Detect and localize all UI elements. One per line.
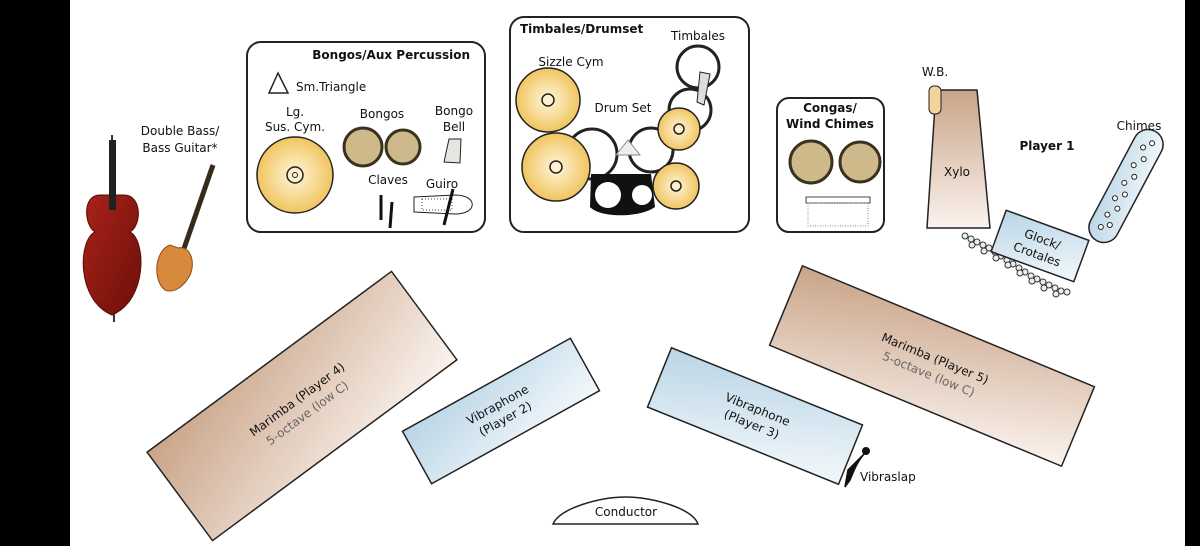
triangle-icon [267, 71, 290, 94]
vibraphone-player-3: Vibraphone (Player 3) [646, 346, 864, 486]
timbales-drumset-title: Timbales/Drumset [520, 22, 643, 36]
crotales-icon [961, 232, 1071, 298]
conga-icon [838, 140, 882, 184]
vibraslap-icon [844, 447, 870, 488]
congas-title-1: Congas/ [803, 101, 857, 115]
wind-chimes-icon [805, 196, 871, 227]
bass-label-2: Bass Guitar* [142, 141, 217, 155]
bongos-aux-title: Bongos/Aux Percussion [312, 48, 470, 62]
timbales-drumset-group: Timbales/Drumset Sizzle Cym Timbales Dru… [509, 16, 750, 233]
sizzle-cymbal-label: Sizzle Cym [538, 55, 603, 69]
bongos-aux-group: Bongos/Aux Percussion Sm.Triangle Lg. Su… [246, 41, 486, 233]
vibraphone-player-2: Vibraphone (Player 2) [401, 337, 601, 485]
cymbal-label-2: Sus. Cym. [265, 120, 325, 134]
sizzle-cymbal-icon [515, 67, 581, 133]
guiro-icon [413, 188, 473, 226]
vibraslap-label: Vibraslap [860, 470, 916, 484]
ride-cymbal-icon [657, 107, 701, 151]
cowbell-icon [696, 71, 711, 106]
bongos-label: Bongos [360, 107, 404, 121]
bass-label-1: Double Bass/ [141, 124, 220, 138]
cymbal-label-1: Lg. [286, 105, 304, 119]
triangle-label: Sm.Triangle [296, 80, 366, 94]
bongo-bell-label-1: Bongo [435, 104, 473, 118]
double-bass-icon [82, 134, 142, 323]
bongo-drum-icon [342, 126, 384, 168]
woodblock-icon [928, 85, 942, 115]
bongo-bell-icon [443, 138, 462, 164]
guiro-label: Guiro [426, 177, 458, 191]
player-1-label: Player 1 [1019, 139, 1074, 153]
timbales-label: Timbales [670, 29, 725, 43]
glockenspiel-icon: Glock/ Crotales [990, 209, 1090, 283]
marimba-player-5: Marimba (Player 5) 5-octave (low C) [768, 264, 1096, 468]
xylophone-label: Xylo [944, 165, 970, 179]
claves-label: Claves [368, 173, 408, 187]
bongo-drum-icon [384, 128, 422, 166]
suspended-cymbal-icon [256, 136, 334, 214]
bongo-bell-label-2: Bell [443, 120, 465, 134]
congas-wind-chimes-group: Congas/ Wind Chimes [776, 97, 885, 233]
bass-guitar-icon [156, 164, 216, 292]
hihat-cymbal-icon [652, 162, 700, 210]
drum-set-label: Drum Set [595, 101, 652, 115]
conductor-label: Conductor [595, 505, 657, 519]
crash-cymbal-icon [521, 132, 591, 202]
claves-icon [379, 195, 394, 229]
woodblock-label: W.B. [922, 65, 948, 79]
timbale-icon [675, 44, 721, 90]
congas-title-2: Wind Chimes [786, 117, 874, 131]
chimes-icon [1088, 128, 1164, 244]
conductor-podium [551, 496, 700, 525]
conga-icon [788, 139, 834, 185]
marimba-player-4: Marimba (Player 4) 5-octave (low C) [146, 270, 458, 542]
xylophone-icon [926, 89, 991, 229]
